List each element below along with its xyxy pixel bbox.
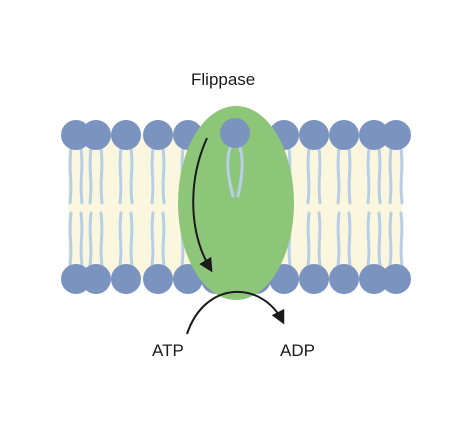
lipid-tail <box>118 211 123 268</box>
lipid-head <box>111 264 141 294</box>
lipid-head <box>143 120 173 150</box>
lipid-head <box>329 264 359 294</box>
lipid-head <box>381 264 411 294</box>
lipid-tail <box>129 146 134 205</box>
lipid-tail <box>99 211 104 268</box>
lipid-tail <box>347 146 352 205</box>
lipid-tail <box>150 211 155 268</box>
flipping-lipid <box>220 118 250 198</box>
lipid-tail <box>88 146 93 205</box>
lipid-tail <box>377 146 382 205</box>
lipid-tail <box>161 211 166 268</box>
lipid-tail <box>88 211 93 268</box>
lipid-head <box>111 120 141 150</box>
lipid-head <box>81 264 111 294</box>
lipid-tail <box>388 211 393 268</box>
lipid-head <box>359 120 389 150</box>
flip-arrow <box>192 137 213 273</box>
lipid-tail <box>336 146 341 205</box>
atp-to-adp-arrow <box>186 290 285 335</box>
lipid-tail <box>366 146 371 205</box>
lipid-tail <box>399 146 404 205</box>
atp-label: ATP <box>152 341 184 360</box>
lipid-tail <box>68 146 73 205</box>
lipid-tail <box>150 146 155 205</box>
lipid-head <box>81 120 111 150</box>
lipid-tail <box>99 146 104 205</box>
lipid-tail <box>336 211 341 268</box>
lipid-tail <box>306 146 311 205</box>
lipid-head <box>143 264 173 294</box>
lipid-tail <box>68 211 73 268</box>
lipid-head <box>359 264 389 294</box>
lipid-head <box>299 120 329 150</box>
lipid-tail <box>347 211 352 268</box>
flippase-protein <box>178 106 294 300</box>
lipid-tail <box>317 146 322 205</box>
lipid-head <box>299 264 329 294</box>
lipid-tail <box>388 146 393 205</box>
lipid-head <box>329 120 359 150</box>
lipid-tail <box>118 146 123 205</box>
lipid-tail <box>399 211 404 268</box>
lipid-tail <box>79 146 84 205</box>
lipid-tail <box>161 146 166 205</box>
lipid-tail <box>366 211 371 268</box>
lower-leaflet-heads <box>61 264 411 294</box>
adp-label: ADP <box>280 341 315 360</box>
flippase-label: Flippase <box>191 70 256 89</box>
lipid-tail <box>317 211 322 268</box>
lipid-tail <box>377 211 382 268</box>
lipid-tail <box>129 211 134 268</box>
lipid-tail <box>306 211 311 268</box>
lipid-head <box>381 120 411 150</box>
lipid-tail <box>79 211 84 268</box>
